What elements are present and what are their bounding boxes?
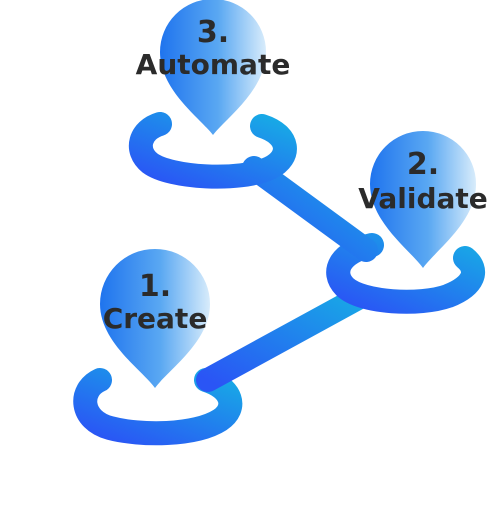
segment-create-validate bbox=[196, 286, 370, 392]
step-3-label: Automate bbox=[136, 48, 291, 81]
step-1-label: Create bbox=[103, 302, 208, 335]
segment-validate-automate bbox=[242, 156, 378, 262]
ring-validate bbox=[326, 233, 485, 314]
step-1-number: 1. bbox=[139, 269, 171, 304]
ring-create bbox=[73, 368, 243, 446]
map-pin-icon bbox=[100, 249, 210, 388]
connector-path bbox=[73, 112, 485, 446]
step-3-number: 3. bbox=[197, 15, 229, 50]
ring-automate bbox=[128, 112, 297, 189]
pin-automate: 3. Automate bbox=[136, 0, 291, 135]
step-2-number: 2. bbox=[407, 147, 439, 182]
pin-create: 1. Create bbox=[100, 249, 210, 388]
pin-validate: 2. Validate bbox=[358, 131, 488, 268]
step-2-label: Validate bbox=[358, 182, 488, 215]
map-pin-icon bbox=[370, 131, 476, 268]
map-pin-icon bbox=[160, 0, 266, 135]
